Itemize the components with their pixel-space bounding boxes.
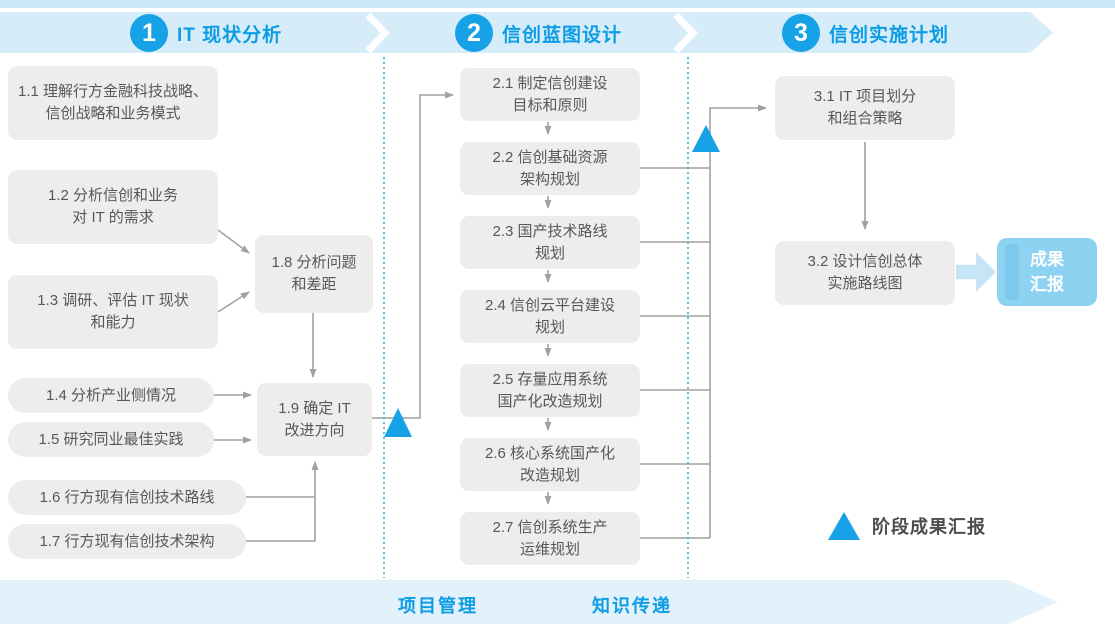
result-report-box: 成果 汇报	[997, 238, 1097, 306]
phase-3-number-badge: 3	[782, 14, 820, 52]
step-pill-1-5: 1.5 研究同业最佳实践	[8, 422, 214, 457]
step-box-2-2: 2.2 信创基础资源 架构规划	[460, 142, 640, 195]
step-box-1-3: 1.3 调研、评估 IT 现状 和能力	[8, 275, 218, 349]
phase-2-title: 信创蓝图设计	[502, 24, 623, 46]
step-box-3-1: 3.1 IT 项目划分 和组合策略	[775, 76, 955, 140]
step-box-2-5: 2.5 存量应用系统 国产化改造规划	[460, 364, 640, 417]
step-box-2-3: 2.3 国产技术路线 规划	[460, 216, 640, 269]
phase-1-title: IT 现状分析	[177, 24, 283, 46]
result-box-stripe	[1005, 244, 1019, 300]
bottom-banner-item-knowledge-transfer: 知识传递	[592, 596, 672, 616]
step-box-2-1: 2.1 制定信创建设 目标和原则	[460, 68, 640, 121]
phase-3-header: 3 信创实施计划	[782, 13, 949, 53]
step-pill-1-6: 1.6 行方现有信创技术路线	[8, 480, 246, 515]
step-box-1-1: 1.1 理解行方金融科技战略、 信创战略和业务模式	[8, 66, 218, 140]
phase-banner-band	[0, 12, 1053, 53]
step-box-2-6: 2.6 核心系统国产化 改造规划	[460, 438, 640, 491]
milestone-triangle-icon	[828, 512, 860, 540]
phase-2-header: 2 信创蓝图设计	[455, 13, 622, 53]
step-pill-1-7: 1.7 行方现有信创技术架构	[8, 524, 246, 559]
chevron-separator-icon	[365, 13, 390, 53]
step-box-2-7: 2.7 信创系统生产 运维规划	[460, 512, 640, 565]
phase-2-number-badge: 2	[455, 14, 493, 52]
bottom-banner-band	[0, 580, 1058, 624]
chevron-separator-icon	[673, 13, 698, 53]
result-report-label: 成果 汇报	[1030, 249, 1064, 295]
phase-1-header: 1 IT 现状分析	[130, 13, 282, 53]
step-pill-1-4: 1.4 分析产业侧情况	[8, 378, 214, 413]
step-box-1-9: 1.9 确定 IT 改进方向	[257, 383, 372, 456]
phase-3-title: 信创实施计划	[829, 24, 950, 46]
step-box-1-2: 1.2 分析信创和业务 对 IT 的需求	[8, 170, 218, 244]
legend: 阶段成果汇报	[828, 512, 986, 540]
milestone-triangle-icon	[384, 408, 412, 437]
milestone-triangle-icon	[692, 125, 720, 152]
bottom-banner-item-project-management: 项目管理	[398, 596, 478, 616]
phase-1-number-badge: 1	[130, 14, 168, 52]
step-box-3-2: 3.2 设计信创总体 实施路线图	[775, 241, 955, 305]
top-accent-strip	[0, 0, 1115, 8]
step-box-2-4: 2.4 信创云平台建设 规划	[460, 290, 640, 343]
legend-label: 阶段成果汇报	[872, 517, 986, 537]
step-box-1-8: 1.8 分析问题 和差距	[255, 235, 373, 313]
